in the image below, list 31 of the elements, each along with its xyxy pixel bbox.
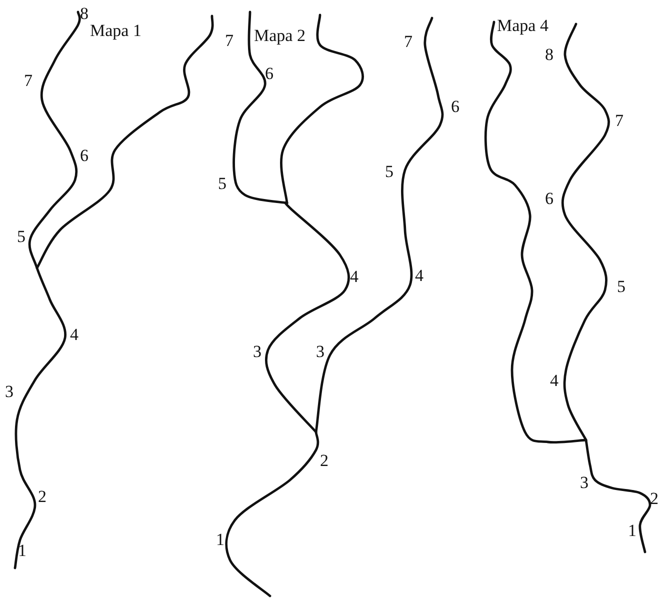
point-number: 2 [650, 490, 658, 507]
point-number: 6 [80, 147, 88, 164]
point-number: 3 [316, 343, 324, 360]
point-number: 2 [320, 452, 328, 469]
point-number: 4 [550, 372, 558, 389]
map-title: Mapa 4 [497, 17, 548, 34]
point-number: 4 [415, 267, 424, 284]
point-number: 5 [617, 278, 626, 295]
point-number: 6 [545, 190, 554, 207]
map-title: Mapa 1 [90, 22, 142, 39]
point-number: 8 [80, 5, 88, 22]
point-number: 7 [615, 112, 624, 129]
point-number: 5 [385, 163, 394, 180]
point-number: 3 [580, 474, 588, 491]
point-number: 3 [253, 343, 262, 360]
point-number: 2 [38, 488, 46, 505]
point-number: 4 [70, 326, 78, 343]
point-number: 1 [216, 531, 224, 548]
point-number: 8 [545, 46, 554, 63]
point-number: 3 [5, 383, 14, 400]
point-number: 5 [218, 175, 226, 192]
point-number: 7 [24, 72, 32, 89]
point-number: 1 [628, 522, 636, 539]
point-number: 7 [404, 33, 412, 50]
point-number: 6 [451, 98, 460, 115]
map-title: Mapa 2 [254, 27, 306, 44]
point-number: 7 [225, 32, 234, 49]
point-number: 5 [17, 228, 26, 245]
point-number: 6 [265, 65, 274, 82]
point-number: 4 [350, 268, 358, 285]
point-number: 1 [18, 542, 26, 559]
